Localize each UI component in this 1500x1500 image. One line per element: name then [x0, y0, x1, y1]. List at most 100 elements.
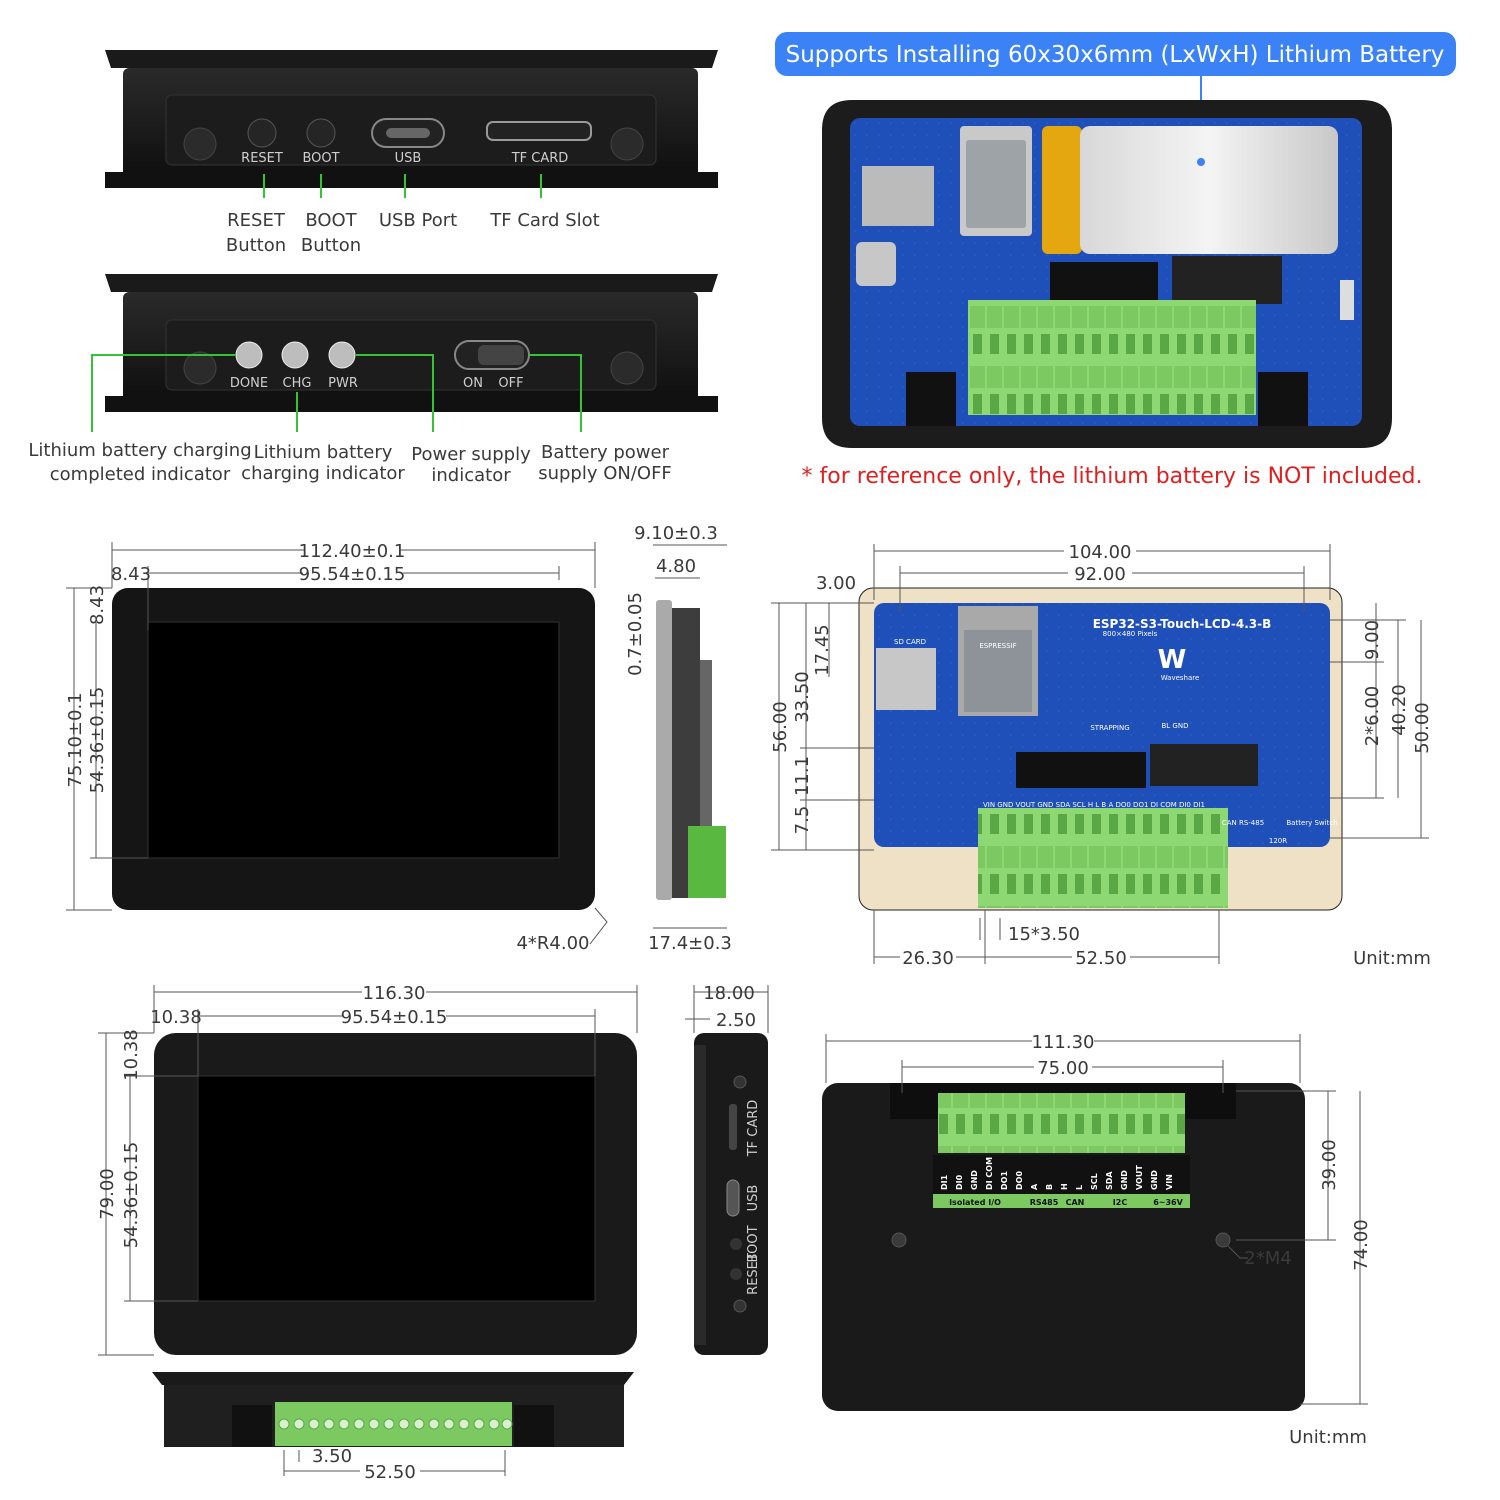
dim-side1-glass: 4.80: [656, 556, 696, 577]
pcb-module: ESPRESSIF: [979, 642, 1016, 650]
group-can: CAN: [1066, 1198, 1085, 1207]
callout-switch-l2: supply ON/OFF: [538, 463, 672, 484]
pcb-bl-gnd: BL GND: [1162, 722, 1189, 730]
pcb-brand: Waveshare: [1161, 674, 1200, 682]
front-view-1: 112.40±0.1 95.54±0.15 8.43 75.10±0.1 54.…: [65, 540, 608, 954]
dim-pcb-offset: 26.30: [902, 948, 954, 969]
battery-banner: [775, 32, 1456, 76]
led-label-done: DONE: [230, 376, 268, 391]
side-glass: [656, 600, 672, 900]
terminal-block: [968, 300, 1256, 415]
side-view-2: TF CARD USB BOOT RESET 18.00 2.50: [685, 983, 769, 1355]
port-label-reset: RESET: [241, 151, 283, 166]
back-pin: GND: [970, 1170, 979, 1190]
screw-icon: [610, 127, 644, 161]
dim-front2-active-width: 95.54±0.15: [341, 1007, 448, 1028]
top-side-view: RESET BOOT USB TF CARD RESET Button BOOT…: [105, 50, 718, 256]
dim-front1-top-margin: 8.43: [87, 585, 108, 625]
pcb-strapping: STRAPPING: [1090, 724, 1129, 732]
dim-side1-gap: 0.7±0.05: [625, 592, 646, 676]
dim-pcb-width: 104.00: [1069, 542, 1132, 563]
callout-usb: USB Port: [379, 210, 457, 231]
screw-icon: [183, 127, 217, 161]
dim-pcb-r402: 40.20: [1389, 684, 1410, 736]
led-label-pwr: PWR: [328, 376, 358, 391]
back-pin: B: [1045, 1184, 1054, 1190]
callout-reset-l1: RESET: [227, 210, 286, 231]
dim-front2-top-margin: 10.38: [121, 1029, 142, 1081]
dim-pcb-75: 7.5: [792, 806, 813, 835]
dim-front1-height: 75.10±0.1: [65, 692, 86, 787]
side2-label-usb: USB: [746, 1185, 761, 1212]
back-pin: DO0: [1015, 1171, 1024, 1190]
dim-pcb-r6: 2*6.00: [1362, 686, 1383, 747]
dim-front1-left-margin: 8.43: [111, 564, 151, 585]
dim-front1-active-width: 95.54±0.15: [299, 564, 406, 585]
front-view-2: 116.30 95.54±0.15 10.38 79.00 54.36±0.15…: [97, 982, 638, 1356]
callout-reset-l2: Button: [226, 235, 286, 256]
dim-bottom-span: 52.50: [364, 1462, 416, 1483]
back-pin: H: [1060, 1183, 1069, 1190]
back-pin: SDA: [1105, 1171, 1114, 1190]
dim-front1-active-height: 54.36±0.15: [87, 687, 108, 794]
dim-front2-active-height: 54.36±0.15: [121, 1142, 142, 1249]
dim-bottom-pitch: 3.50: [312, 1446, 352, 1467]
unit-pcb: Unit:mm: [1353, 948, 1431, 969]
callout-tf: TF Card Slot: [489, 210, 599, 231]
port-label-usb: USB: [395, 151, 422, 166]
pcb-battery-switch: Battery Switch: [1286, 819, 1337, 827]
dim-pcb-left: 3.00: [816, 573, 856, 594]
mount-hole-icon: [1215, 1232, 1231, 1248]
waveshare-logo-icon: W: [1158, 645, 1187, 675]
dim-front2-width: 116.30: [363, 983, 426, 1004]
dim-front1-radius: 4*R4.00: [516, 933, 589, 954]
back-pin: VOUT: [1135, 1165, 1144, 1190]
dim-side2-lip: 2.50: [716, 1010, 756, 1031]
dim-pcb-span: 52.50: [1075, 948, 1127, 969]
tf-card-slot: [486, 121, 592, 141]
side2-label-boot: BOOT: [746, 1225, 761, 1262]
dim-back-width: 111.30: [1032, 1032, 1095, 1053]
dim-front2-left-margin: 10.38: [150, 1007, 202, 1028]
side-view-1: 9.10±0.3 4.80 0.7±0.05 17.4±0.3: [625, 523, 732, 954]
dim-back-holes: 75.00: [1037, 1058, 1089, 1079]
pcb-sd: SD CARD: [894, 638, 926, 646]
back-pin: DO1: [1000, 1171, 1009, 1190]
back-pin: GND: [1120, 1170, 1129, 1190]
group-isolated: Isolated I/O: [949, 1198, 1001, 1207]
done-led: [235, 341, 263, 369]
unit-back: Unit:mm: [1289, 1427, 1367, 1448]
dim-pcb-height: 56.00: [770, 701, 791, 753]
back-terminal: [938, 1093, 1185, 1153]
pcb-view: ESP32-S3-Touch-LCD-4.3-B 800×480 Pixels …: [770, 541, 1433, 969]
callout-boot-l1: BOOT: [305, 210, 357, 231]
mount-hole-icon: [891, 1232, 907, 1248]
battery-note: * for reference only, the lithium batter…: [802, 464, 1423, 489]
active-area: [147, 621, 560, 859]
pwr-led: [328, 341, 356, 369]
led-side-view: DONE CHG PWR ON OFF Lithium battery char…: [28, 274, 718, 486]
bottom-view: 3.50 52.50: [152, 1372, 634, 1483]
callout-switch-l1: Battery power: [541, 442, 670, 463]
group-rs485: RS485: [1030, 1198, 1059, 1207]
case-active-area: [197, 1075, 596, 1302]
dim-back-hole-height: 39.00: [1319, 1139, 1340, 1191]
dim-pcb-hole-width: 92.00: [1074, 564, 1126, 585]
group-power: 6~36V: [1153, 1198, 1183, 1207]
screw-icon: [183, 351, 217, 385]
pcb-title: ESP32-S3-Touch-LCD-4.3-B: [1093, 617, 1272, 631]
screw-icon: [610, 351, 644, 385]
led-label-chg: CHG: [283, 376, 312, 391]
port-label-boot: BOOT: [302, 151, 339, 166]
battery-section: Supports Installing 60x30x6mm (LxWxH) Li…: [775, 32, 1456, 489]
dim-side2-depth: 18.00: [703, 983, 755, 1004]
battery-wrap: [1042, 126, 1082, 254]
callout-done-l1: Lithium battery charging: [28, 440, 251, 461]
dim-pcb-r50: 50.00: [1412, 702, 1433, 754]
battery-banner-text: Supports Installing 60x30x6mm (LxWxH) Li…: [786, 42, 1445, 68]
back-pin: DI COM: [985, 1157, 994, 1190]
pcb-terminal: [978, 808, 1228, 908]
callout-pwr-l2: indicator: [431, 465, 511, 486]
dim-back-screws: 2*M4: [1244, 1248, 1291, 1269]
